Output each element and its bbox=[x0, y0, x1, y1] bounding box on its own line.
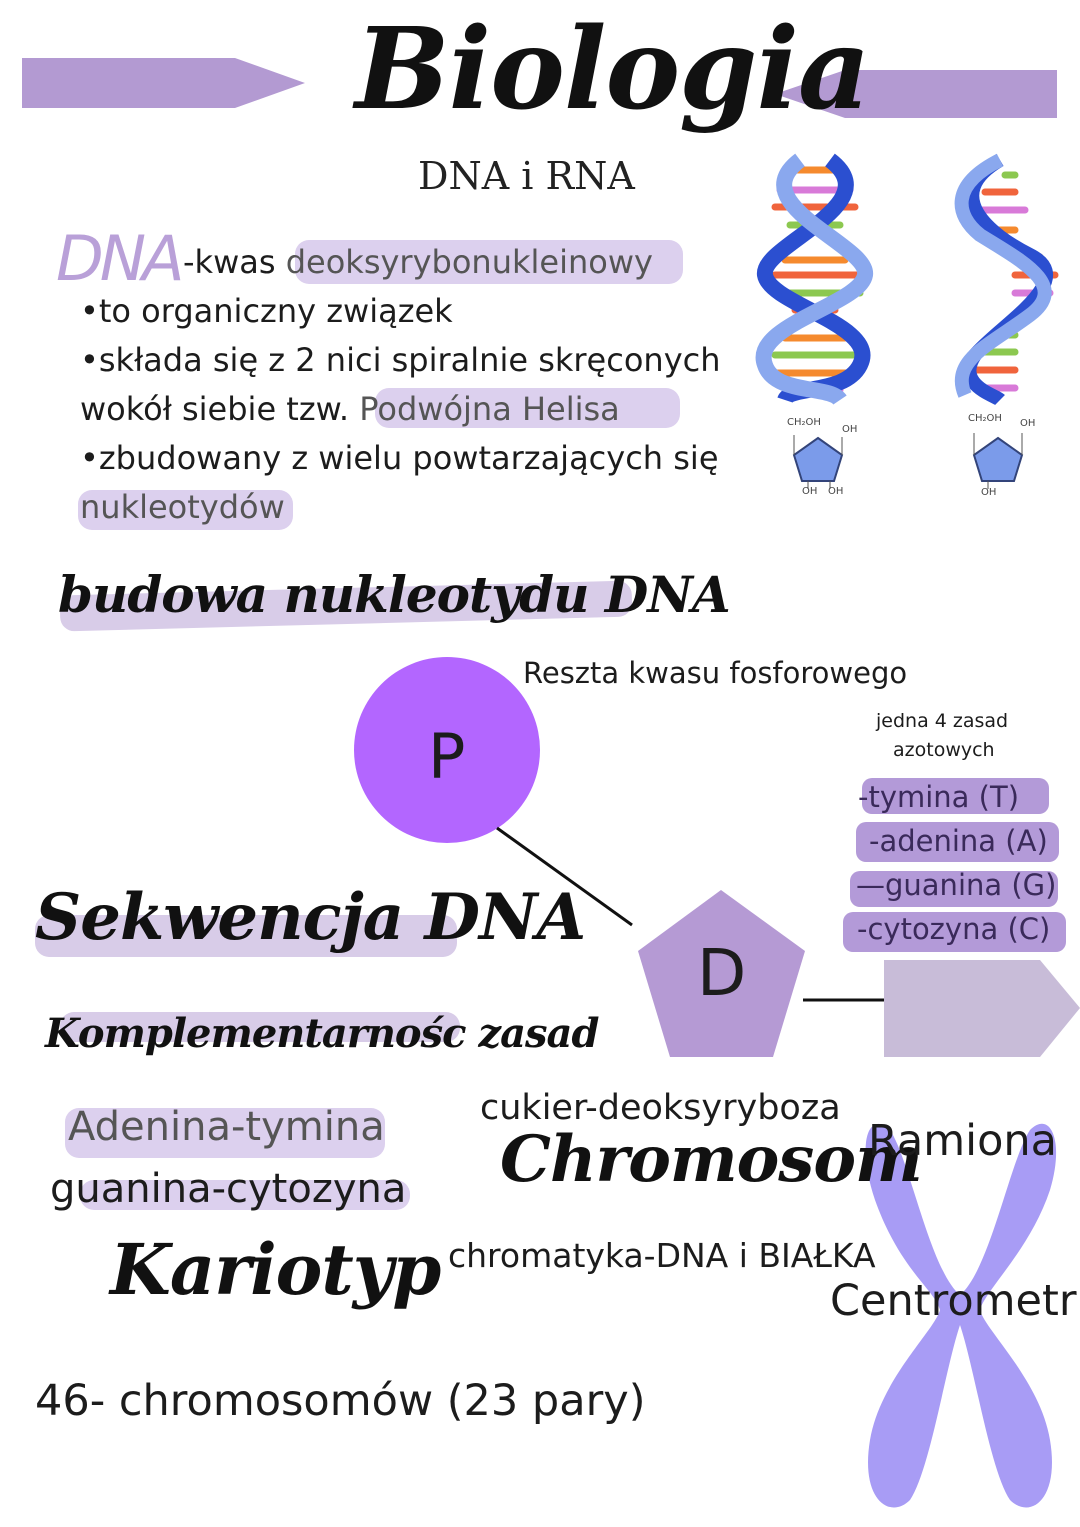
bullet-2: •składa się z 2 nici spiralnie skręconyc… bbox=[80, 341, 721, 379]
highlight bbox=[80, 1180, 410, 1210]
complementarity-heading: Komplementarnośc zasad bbox=[45, 1010, 599, 1057]
bases-heading: jedna 4 zasad bbox=[876, 710, 1009, 732]
nucleotide-heading: budowa nukleotydu DNA bbox=[58, 565, 731, 624]
highlight bbox=[856, 822, 1059, 862]
nucleotide-diagram bbox=[354, 657, 1080, 1057]
highlight bbox=[35, 915, 457, 957]
sugar-label: cukier-deoksyryboza bbox=[480, 1088, 841, 1128]
label-oh: OH bbox=[1020, 418, 1036, 429]
label-oh: OH bbox=[981, 487, 997, 498]
bases-heading-2: azotowych bbox=[893, 739, 995, 761]
highlight bbox=[60, 1012, 460, 1042]
base-adenine: -adenina (A) bbox=[869, 824, 1048, 858]
page-subtitle: DNA i RNA bbox=[418, 154, 635, 198]
chromosome-heading: Chromosom bbox=[500, 1122, 923, 1197]
phosphate-circle bbox=[354, 657, 540, 843]
chromosome-icon bbox=[865, 1123, 1057, 1508]
deoxyribose-ring-icon bbox=[792, 435, 844, 489]
dna-abbr: DNA bbox=[56, 222, 185, 295]
dna-double-helix-icon bbox=[755, 153, 873, 406]
pair-gc: guanina-cytozyna bbox=[50, 1166, 407, 1212]
base-arrow bbox=[884, 960, 1080, 1057]
label-oh: OH bbox=[802, 486, 818, 497]
definition-term: deoksyrybonukleinowy bbox=[285, 243, 653, 281]
label-ch2oh: CH₂OH bbox=[968, 413, 1002, 424]
highlight bbox=[843, 912, 1066, 952]
base-cytosine: -cytozyna (C) bbox=[857, 912, 1051, 946]
dna-rna-illustration bbox=[755, 153, 1059, 489]
label-oh: OH bbox=[842, 424, 858, 435]
bullet-text: wokół siebie tzw. bbox=[80, 390, 360, 428]
sugar-letter: D bbox=[697, 937, 747, 1011]
definition-prefix: -kwas bbox=[183, 243, 286, 281]
base-thymine: -tymina (T) bbox=[858, 780, 1020, 814]
dna-definition: -kwas deoksyrybonukleinowy bbox=[183, 242, 653, 282]
centromere-label: Centrometr bbox=[830, 1276, 1077, 1326]
sugar-pentagon bbox=[638, 890, 805, 1057]
karyotype-description: 46- chromosomów (23 pary) bbox=[35, 1376, 646, 1426]
bullet-1: •to organiczny związek bbox=[80, 292, 453, 330]
arms-label: Ramiona bbox=[868, 1116, 1058, 1166]
highlight bbox=[65, 1108, 385, 1158]
pair-at: Adenina-tymina bbox=[68, 1104, 385, 1150]
highlight bbox=[78, 490, 293, 530]
rna-single-strand-icon bbox=[954, 153, 1059, 406]
left-arrow-banner bbox=[22, 58, 305, 108]
header-arrows bbox=[22, 58, 1057, 118]
connector-line bbox=[496, 826, 633, 927]
double-helix-term: Podwójna Helisa bbox=[359, 390, 620, 428]
chromosome-description: chromatyka-DNA i BIAŁKA bbox=[448, 1236, 876, 1275]
page-title: Biologia bbox=[355, 4, 871, 135]
highlight bbox=[862, 778, 1049, 814]
label-ch2oh: CH₂OH bbox=[787, 417, 821, 428]
karyotype-heading: Kariotyp bbox=[110, 1228, 441, 1311]
phosphate-label: Reszta kwasu fosforowego bbox=[523, 656, 908, 690]
highlight bbox=[295, 240, 683, 284]
base-guanine: —guanina (G) bbox=[856, 868, 1057, 902]
ribose-ring-icon bbox=[972, 433, 1024, 489]
highlight bbox=[375, 388, 680, 428]
label-oh: OH bbox=[828, 486, 844, 497]
highlight bbox=[850, 871, 1058, 907]
phosphate-letter: P bbox=[428, 720, 466, 793]
right-arrow-banner bbox=[775, 70, 1057, 118]
bullet-2-cont: wokół siebie tzw. Podwójna Helisa bbox=[80, 389, 620, 429]
sequence-heading: Sekwencja DNA bbox=[35, 880, 586, 955]
nucleotides-term: nukleotydów bbox=[80, 488, 285, 526]
bullet-3: •zbudowany z wielu powtarzających się bbox=[80, 439, 719, 477]
